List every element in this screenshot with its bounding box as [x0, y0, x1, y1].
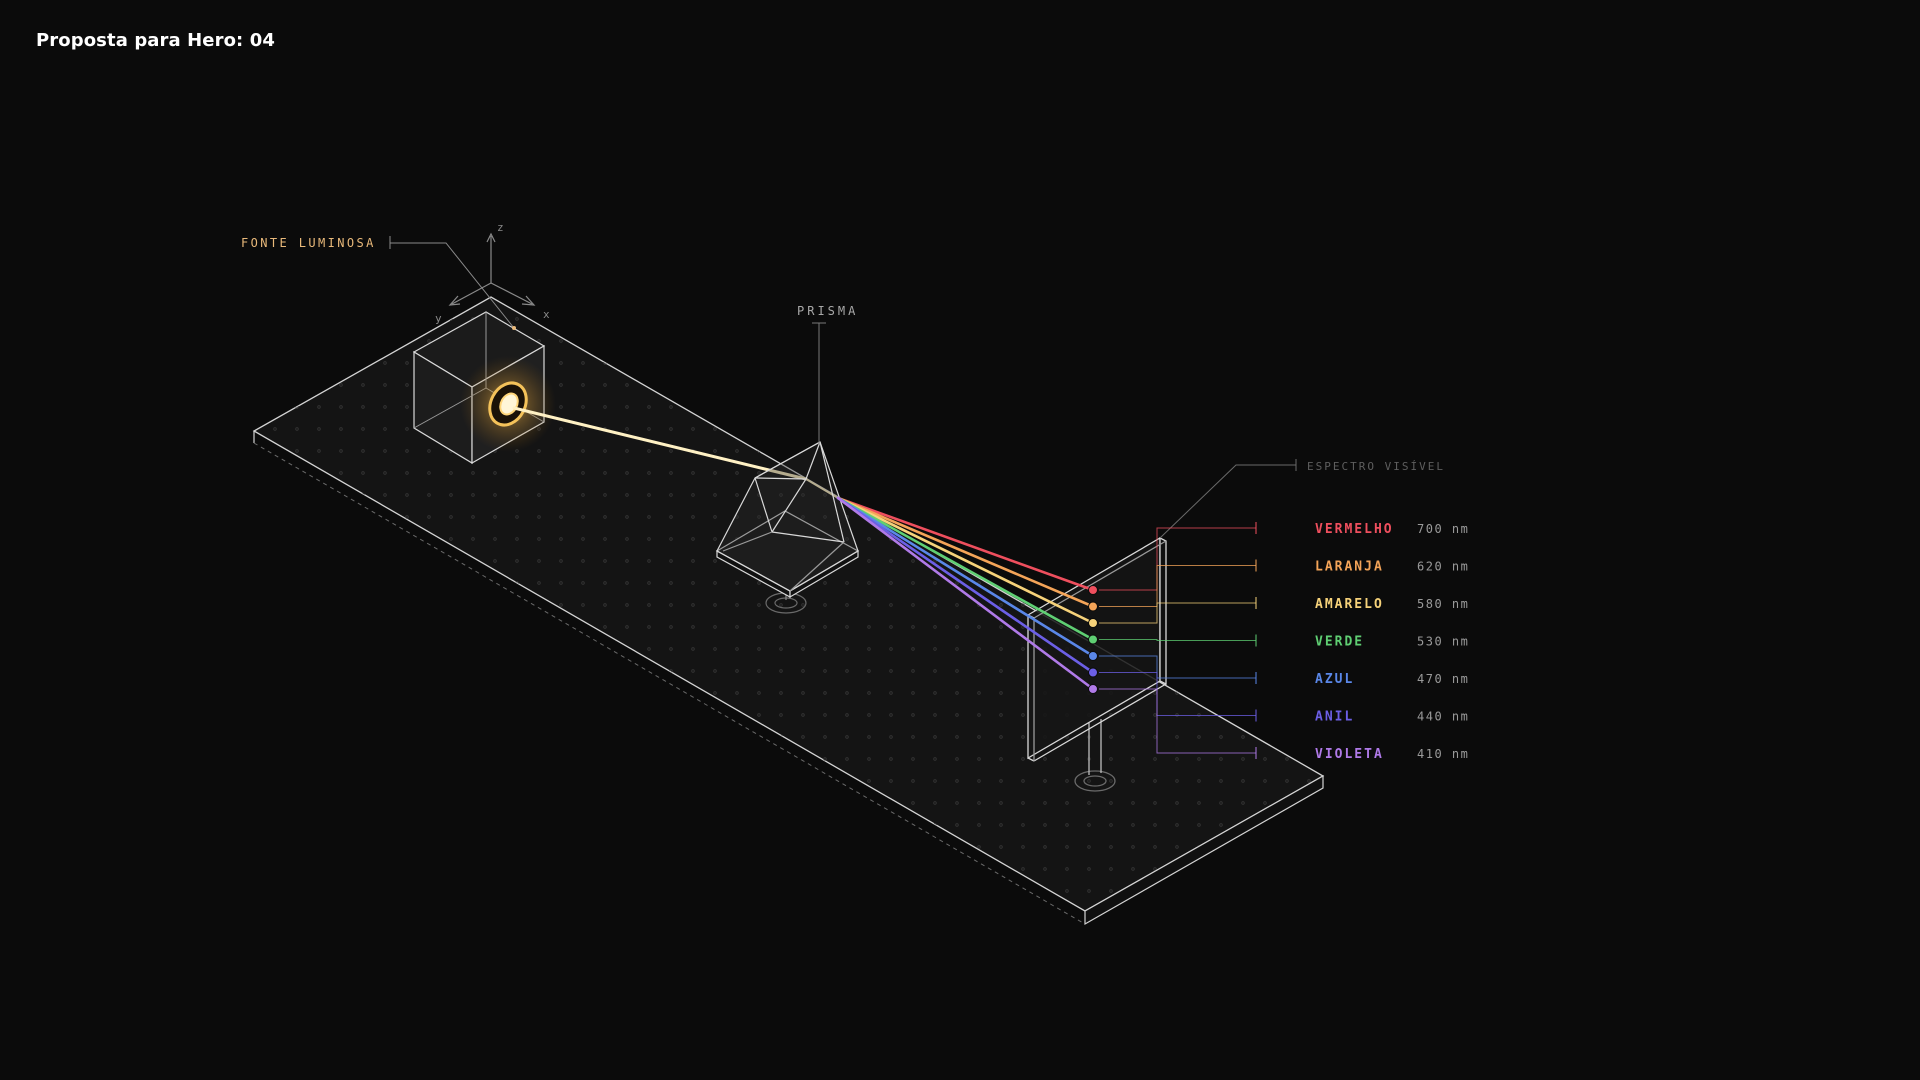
- ray-azul: [836, 496, 1095, 658]
- axis-gizmo: [448, 232, 536, 306]
- spectrum-rays: [836, 496, 1098, 694]
- leader-vermelho: [1099, 527, 1256, 591]
- legend-name-verde: VERDE: [1315, 635, 1364, 650]
- prism-leader: [812, 322, 826, 444]
- spectrum-label: ESPECTRO VISÍVEL: [1307, 460, 1445, 473]
- white-light-beam: [512, 406, 808, 481]
- leader-violeta: [1099, 688, 1256, 754]
- base-platform: [252, 296, 1325, 926]
- prism-label: PRISMA: [797, 304, 858, 318]
- leader-azul: [1099, 655, 1256, 679]
- ray-endpoint-vermelho: [1088, 585, 1098, 595]
- light-source-label: FONTE LUMINOSA: [241, 236, 376, 250]
- ray-anil: [836, 496, 1095, 674]
- light-source-emitter: [460, 356, 556, 452]
- legend-wavelength-amarelo: 580 nm: [1417, 597, 1469, 611]
- legend-wavelength-vermelho: 700 nm: [1417, 522, 1469, 536]
- prism: [715, 441, 860, 614]
- legend-wavelength-verde: 530 nm: [1417, 635, 1469, 649]
- ray-endpoint-laranja: [1088, 601, 1098, 612]
- ray-vermelho: [836, 496, 1095, 592]
- ray-endpoint-amarelo: [1088, 618, 1098, 628]
- legend-name-vermelho: VERMELHO: [1315, 522, 1394, 537]
- leader-verde: [1099, 639, 1256, 641]
- ray-endpoint-verde: [1088, 634, 1098, 645]
- spectrum-legend: VERMELHO 700 nm LARANJA 620 nm AMARELO 580 nm…: [1099, 522, 1469, 762]
- light-source-leader: [389, 236, 516, 330]
- legend-wavelength-laranja: 620 nm: [1417, 560, 1469, 574]
- leader-amarelo: [1099, 602, 1256, 624]
- legend-name-laranja: LARANJA: [1315, 560, 1384, 575]
- leader-laranja: [1099, 565, 1256, 607]
- legend-name-amarelo: AMARELO: [1315, 597, 1384, 612]
- ray-verde: [836, 496, 1095, 641]
- ray-violeta: [836, 496, 1095, 691]
- ray-endpoint-anil: [1088, 667, 1098, 678]
- ray-laranja: [836, 496, 1095, 608]
- legend-name-violeta: VIOLETA: [1315, 747, 1384, 762]
- spectrum-leader: [1159, 459, 1297, 539]
- legend-wavelength-azul: 470 nm: [1417, 672, 1469, 686]
- legend-name-azul: AZUL: [1315, 672, 1354, 687]
- page-title: Proposta para Hero: 04: [36, 30, 275, 51]
- ray-amarelo: [836, 496, 1095, 625]
- axis-x-label: x: [543, 308, 550, 321]
- axis-z-label: z: [497, 221, 504, 234]
- ray-endpoint-azul: [1088, 651, 1098, 661]
- legend-wavelength-violeta: 410 nm: [1417, 747, 1469, 761]
- legend-name-anil: ANIL: [1315, 710, 1354, 725]
- axis-y-label: y: [435, 312, 442, 325]
- legend-wavelength-anil: 440 nm: [1417, 710, 1469, 724]
- ray-endpoint-violeta: [1088, 684, 1098, 694]
